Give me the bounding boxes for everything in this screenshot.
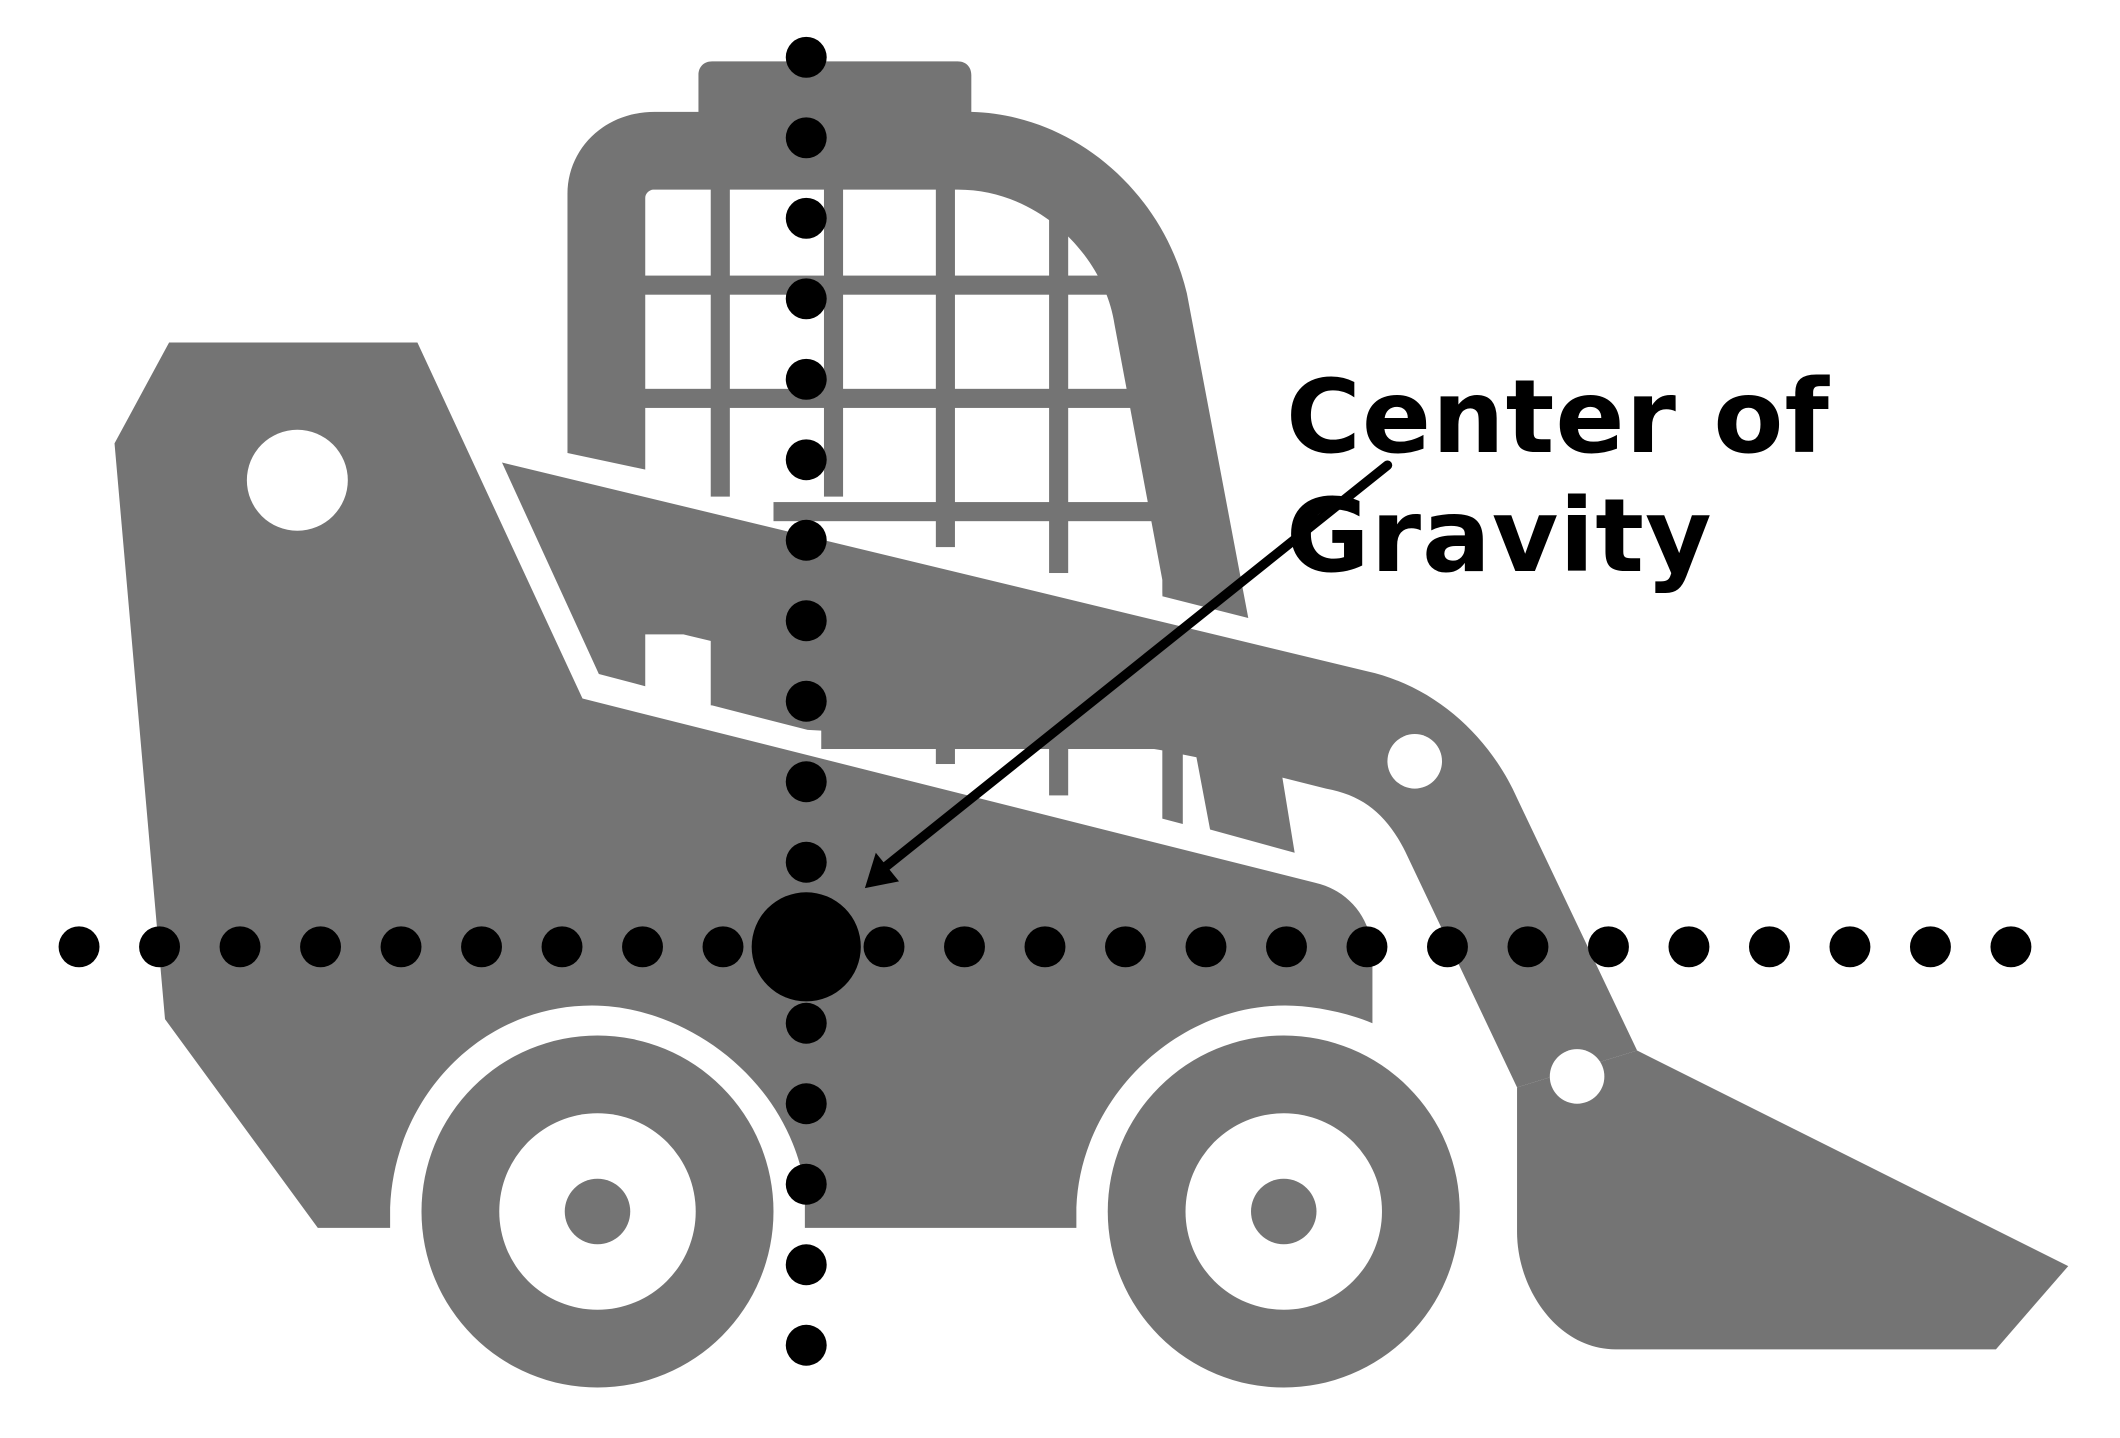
axis-dot [380, 926, 422, 968]
cab-grille [641, 185, 1163, 574]
axis-dot [785, 841, 827, 883]
horizontal-dotted-axis [58, 926, 2032, 968]
arm-pivot-hole [1387, 734, 1443, 789]
axis-dot [944, 926, 985, 968]
axis-dot [1587, 926, 1629, 968]
axis-dot [219, 926, 261, 968]
axis-dot [300, 926, 341, 968]
axis-dot [863, 926, 905, 968]
axis-dot [785, 197, 827, 239]
operator-cab [567, 61, 1249, 619]
axis-dot [1185, 926, 1227, 968]
axis-dot [1105, 926, 1146, 968]
center-of-gravity-label: Center of Gravity [1286, 358, 1830, 596]
axis-dot [785, 1002, 827, 1044]
axis-dot [1909, 926, 1951, 968]
pointer-arrow-shaft [877, 460, 1393, 874]
axis-dot [785, 600, 827, 642]
lower-cab-grille [710, 634, 1163, 796]
axis-dot [702, 926, 744, 968]
chassis [114, 342, 1373, 1228]
rear-wheel [421, 1035, 774, 1388]
axis-dot [785, 358, 827, 400]
skid-steer-loader [114, 61, 2069, 1388]
axis-dot [1507, 926, 1549, 968]
axis-dot [785, 519, 827, 561]
pointer-arrow-head [864, 852, 900, 889]
axis-dot [1427, 926, 1468, 968]
axis-dot [785, 761, 827, 803]
vertical-dotted-axis [785, 36, 827, 1366]
loader-arm [501, 462, 1638, 1088]
bucket-pivot-hole [1549, 1049, 1605, 1104]
lift-eye-hole [246, 429, 348, 531]
axis-dot [1829, 926, 1871, 968]
front-wheel [1107, 1035, 1460, 1388]
axis-dot [785, 1083, 827, 1125]
axis-dot [461, 926, 502, 968]
axis-dot [139, 926, 181, 968]
axis-dot [785, 36, 827, 78]
axis-dot [58, 926, 100, 968]
axis-dot [1990, 926, 2032, 968]
axis-dot [1748, 926, 1790, 968]
axis-dot [785, 278, 827, 320]
axis-dot [1266, 926, 1307, 968]
axis-dot [785, 680, 827, 722]
axis-dot [1024, 926, 1066, 968]
axis-dot [785, 439, 827, 481]
bucket [1517, 1050, 2069, 1350]
center-of-gravity-marker [751, 892, 861, 1002]
axis-dot [785, 1163, 827, 1205]
axis-dot [1668, 926, 1710, 968]
axis-dot [785, 1244, 827, 1286]
axis-dot [541, 926, 583, 968]
axis-dot [1346, 926, 1388, 968]
axis-dot [622, 926, 663, 968]
axis-dot [785, 1324, 827, 1366]
axis-dot [785, 117, 827, 159]
